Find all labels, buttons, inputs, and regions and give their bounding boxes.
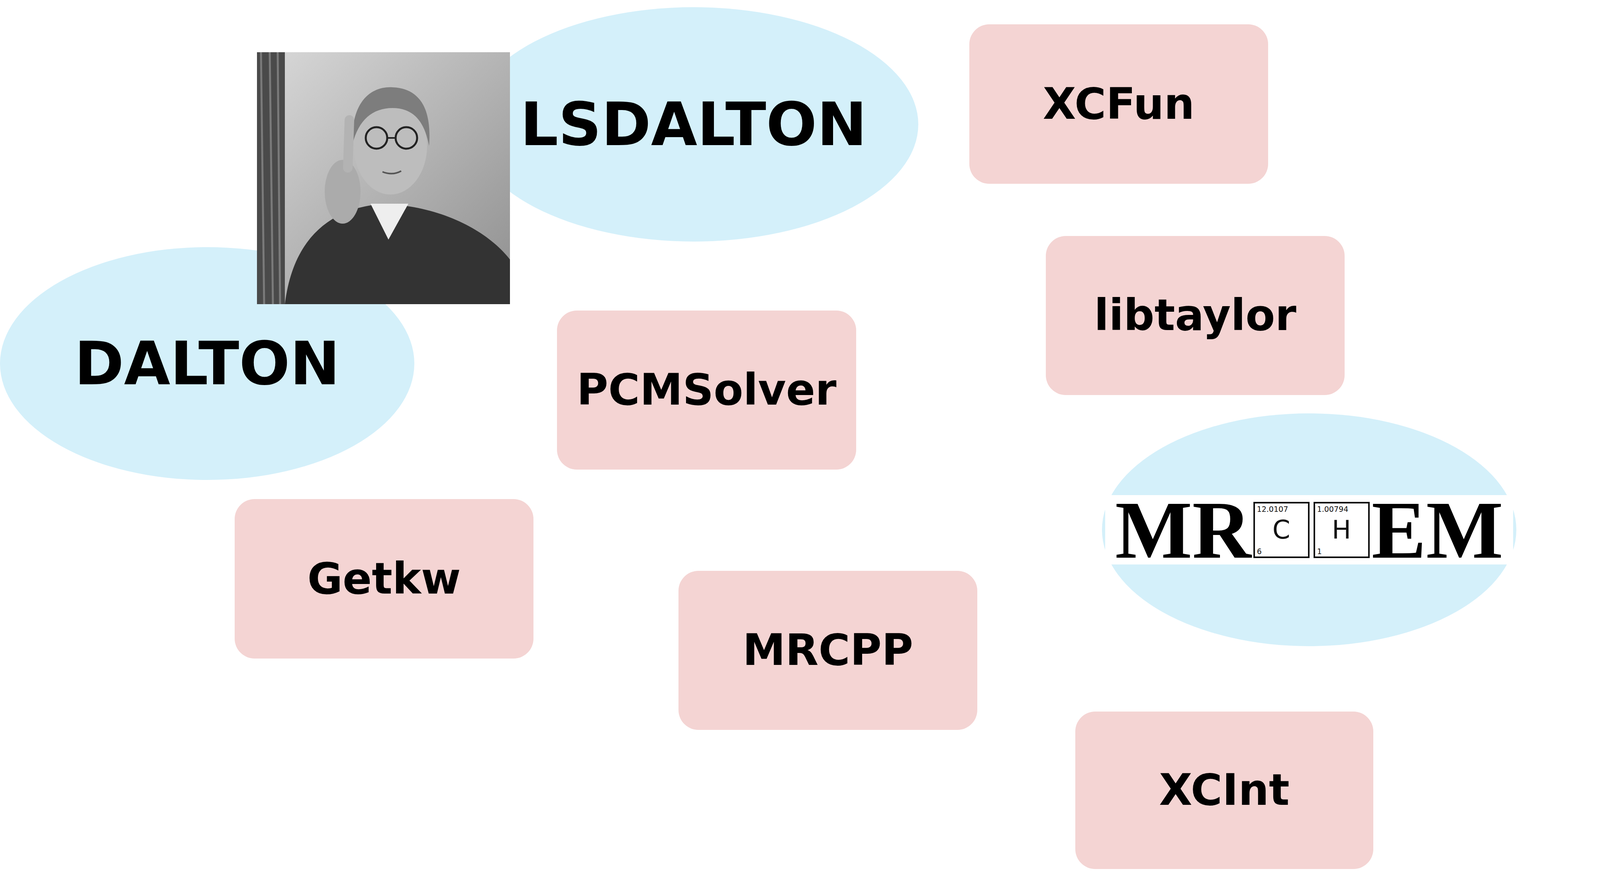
hand	[324, 159, 361, 224]
ellipse-fill	[0, 247, 415, 480]
element-tile: 12.0107C6	[1253, 501, 1310, 558]
coat	[284, 203, 510, 304]
element-number: 6	[1256, 546, 1262, 556]
portrait-ground	[256, 52, 510, 304]
element-symbol: H	[1331, 514, 1351, 545]
logo-text: MR	[1115, 488, 1252, 571]
element-number: 12.0107	[1256, 504, 1289, 514]
logo-text: EM	[1371, 488, 1504, 571]
node-label: Getkw	[307, 553, 461, 604]
node-content: XCInt	[1075, 711, 1374, 869]
ellipse-fill	[1101, 413, 1517, 646]
finger	[347, 119, 350, 168]
spectacle	[395, 127, 418, 149]
curtain	[256, 52, 285, 304]
element-tile: 1.00794H1	[1313, 501, 1370, 558]
node-content: LSDALTON	[468, 7, 919, 242]
module-box: XCInt	[1075, 711, 1374, 869]
module-box: XCFun	[969, 24, 1269, 184]
node-label: XCInt	[1158, 764, 1290, 815]
node-label: LSDALTON	[520, 90, 867, 159]
node-label: DALTON	[74, 329, 341, 399]
node-content: Getkw	[234, 498, 534, 659]
node-label: MRCPP	[742, 625, 914, 675]
program-ellipse: MR12.0107C61.00794H1EM	[1101, 413, 1517, 646]
node-label: libtaylor	[1094, 290, 1297, 340]
node-content: MRCPP	[678, 570, 978, 730]
node-label: PCMSolver	[576, 364, 837, 415]
program-ellipse: LSDALTON	[468, 7, 919, 242]
module-box: libtaylor	[1045, 235, 1345, 395]
element-number: 1	[1317, 546, 1322, 556]
node-content: XCFun	[969, 24, 1269, 184]
spectacle-bridge	[387, 137, 396, 139]
mouth	[382, 170, 402, 174]
curtain-fold	[260, 52, 281, 304]
module-box: Getkw	[234, 498, 534, 659]
node-content: PCMSolver	[556, 310, 857, 470]
spectacle	[365, 127, 388, 149]
element-number: 1.00794	[1317, 504, 1349, 514]
module-box: PCMSolver	[556, 310, 857, 470]
ellipse-fill	[468, 7, 919, 242]
element-symbol: C	[1272, 514, 1291, 545]
portrait-illustration	[256, 52, 510, 304]
node-label: XCFun	[1043, 79, 1195, 129]
node-content: MR12.0107C61.00794H1EM	[1101, 413, 1517, 646]
collar	[370, 203, 409, 240]
node-content: libtaylor	[1045, 235, 1345, 395]
module-box: MRCPP	[678, 570, 978, 730]
